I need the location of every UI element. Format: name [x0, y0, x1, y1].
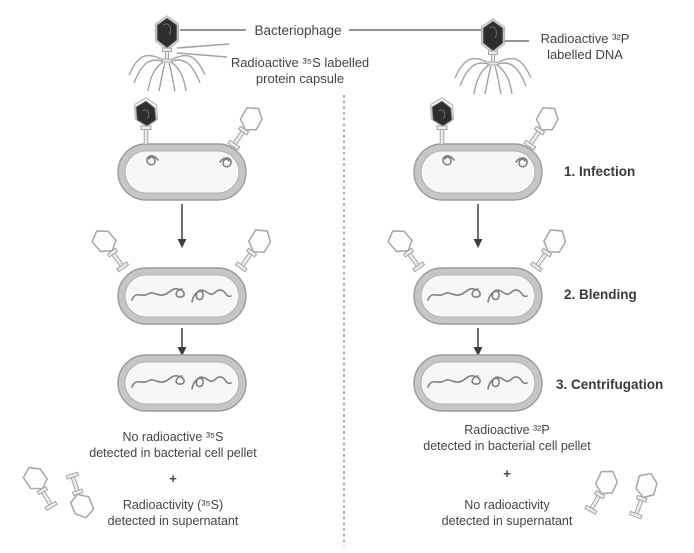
result-right-supernatant-line1: No radioactivity: [464, 498, 550, 512]
plus-sign-left: +: [169, 471, 177, 486]
result-right-supernatant-line2: detected in supernatant: [441, 513, 573, 528]
attached-dark-phage-icon: [133, 97, 159, 146]
left-phage-caption: Radioactive ³⁵S labelled protein capsule: [215, 55, 385, 87]
left-phage-caption-line1: Radioactive ³⁵S labelled: [230, 55, 370, 70]
right-phage-caption-line2: labelled DNA: [547, 47, 623, 62]
empty-phage-ghost-icon: [231, 224, 277, 275]
down-arrow-icon: [472, 203, 484, 249]
bacterium-cell-icon: [117, 143, 247, 201]
down-arrow-icon: [472, 327, 484, 357]
result-left-supernatant-line2: detected in supernatant: [107, 513, 239, 528]
result-right-pellet-line2: detected in bacterial cell pellet: [423, 438, 591, 453]
infected-cell-right: [413, 97, 564, 201]
empty-phage-ghost-icon: [87, 224, 133, 275]
bacterium-cell-icon: [413, 143, 543, 201]
bacteriophage-label: Bacteriophage: [254, 23, 342, 38]
right-phage-caption-line1: Radioactive ³²P: [540, 31, 630, 46]
empty-phage-ghost-icon: [526, 224, 572, 275]
left-phage-caption-line2: protein capsule: [255, 71, 345, 86]
result-left-supernatant-line1: Radioactivity (³⁵S): [122, 498, 224, 512]
down-arrow-icon: [176, 203, 188, 249]
step-label-centrifugation: 3. Centrifugation: [556, 377, 664, 392]
attached-ghost-phage-icon: [519, 102, 564, 153]
result-left-pellet-line2: detected in bacterial cell pellet: [89, 445, 257, 460]
empty-phage-ghost-icon: [19, 461, 62, 514]
result-right-pellet: Radioactive ³²P detected in bacterial ce…: [400, 423, 614, 454]
pellet-cell-left: [117, 354, 247, 412]
attached-dark-phage-icon: [429, 97, 455, 146]
infected-cell-left: [117, 97, 268, 201]
down-arrow-icon: [176, 327, 188, 357]
result-left-pellet-line1: No radioactive ³⁵S: [122, 430, 224, 444]
plus-sign-right: +: [503, 466, 511, 481]
result-left-pellet: No radioactive ³⁵S detected in bacterial…: [66, 430, 280, 461]
result-right-pellet-line1: Radioactive ³²P: [464, 423, 550, 437]
result-left-supernatant: Radioactivity (³⁵S) detected in supernat…: [66, 498, 280, 529]
pellet-cell-right: [413, 354, 543, 412]
step-label-infection: 1. Infection: [564, 164, 636, 179]
right-phage-caption: Radioactive ³²P labelled DNA: [528, 31, 642, 63]
empty-phage-ghost-icon: [625, 469, 662, 521]
result-right-supernatant: No radioactivity detected in supernatant: [400, 498, 614, 529]
empty-phage-ghost-icon: [383, 224, 429, 275]
bacteriophage-icon: [128, 15, 230, 92]
attached-ghost-phage-icon: [223, 102, 268, 153]
step-label-blending: 2. Blending: [564, 287, 637, 302]
